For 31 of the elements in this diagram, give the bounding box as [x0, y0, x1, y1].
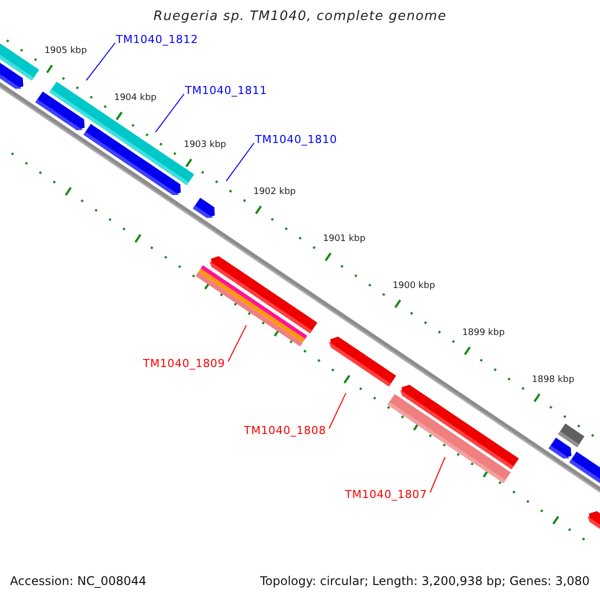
gene-feature [0, 62, 24, 89]
scale-label: 1903 kbp [184, 140, 226, 150]
leader-line [228, 324, 247, 362]
gene-label: TM1040_1808 [244, 425, 326, 436]
gene-feature [196, 265, 308, 346]
gene-feature [387, 394, 511, 484]
leader-line [226, 142, 254, 182]
accession-text: Accession: NC_008044 [10, 575, 146, 587]
gene-feature [328, 336, 396, 386]
scale-label: 1899 kbp [462, 328, 505, 338]
scale-label: 1905 kbp [44, 46, 87, 56]
gene-label: TM1040_1810 [255, 134, 338, 145]
leader-line [328, 392, 346, 429]
leader-line [430, 456, 446, 493]
scale-label: 1900 kbp [392, 282, 436, 291]
gene-feature [569, 452, 600, 484]
gene-feature [192, 198, 215, 218]
scale-label: 1898 kbp [532, 376, 574, 385]
gene-label: TM1040_1807 [345, 489, 428, 500]
gene-label: TM1040_1811 [185, 85, 268, 96]
leader-line [154, 94, 184, 133]
scale-label: 1902 kbp [253, 188, 296, 197]
leader-line [86, 42, 116, 81]
title: Ruegeria sp. TM1040, complete genome [154, 10, 447, 23]
genome-info-text: Topology: circular; Length: 3,200,938 bp; Genes: 3,080 [260, 575, 590, 587]
gene-feature [548, 438, 572, 458]
scale-label: 1904 kbp [114, 94, 156, 103]
gene-feature [587, 511, 600, 529]
scale-label: 1901 kbp [323, 234, 366, 244]
gene-label: TM1040_1809 [143, 358, 226, 369]
gene-label: TM1040_1812 [116, 34, 198, 45]
